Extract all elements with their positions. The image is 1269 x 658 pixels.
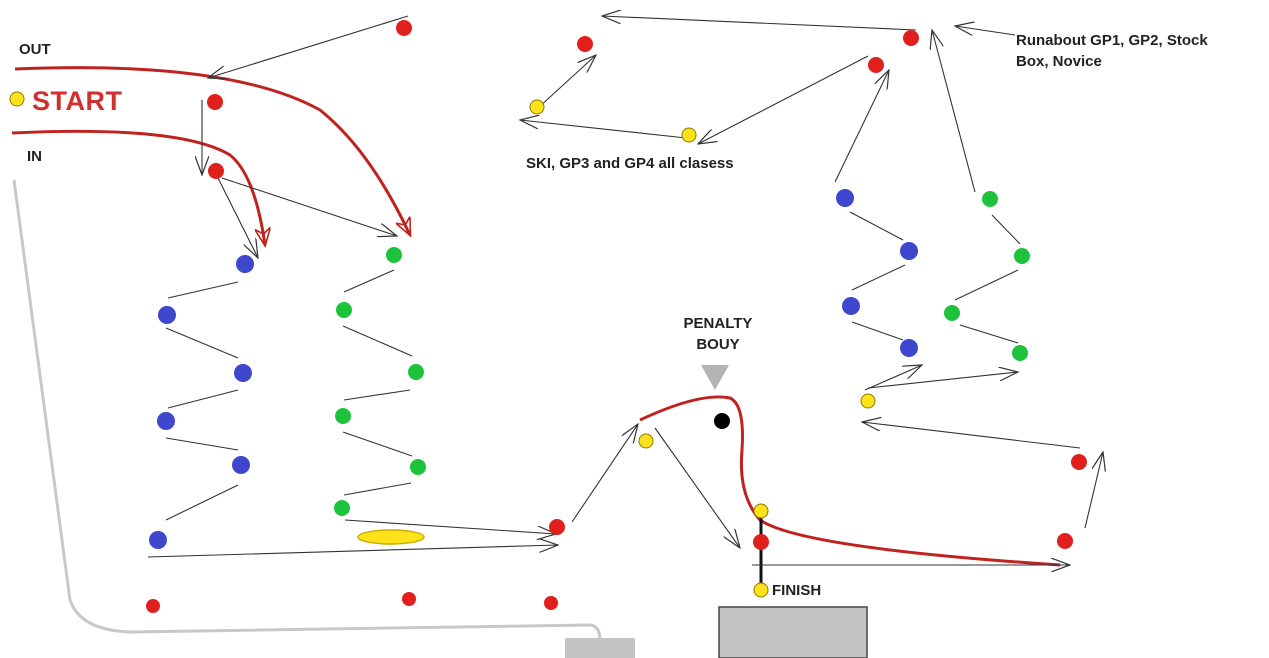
red-buoy — [753, 534, 769, 550]
runabout-label-line2: Box, Novice — [1016, 53, 1102, 70]
blue-buoy — [900, 242, 918, 260]
dock-finish — [718, 606, 868, 658]
blue-buoy — [149, 531, 167, 549]
penalty-label-line2: BOUY — [696, 336, 740, 353]
blue-buoy — [900, 339, 918, 357]
green-buoy — [408, 364, 424, 380]
penalty-label-line1: PENALTY — [683, 315, 753, 332]
green-buoy — [334, 500, 350, 516]
red-buoy — [207, 94, 223, 110]
blue-buoy — [236, 255, 254, 273]
green-buoy — [335, 408, 351, 424]
yellow-buoy — [9, 91, 25, 107]
ski-label: SKI, GP3 and GP4 all clasess — [526, 155, 734, 172]
red-buoy — [402, 592, 416, 606]
in-label: IN — [27, 148, 42, 165]
out-route-line — [14, 66, 412, 235]
green-buoy — [410, 459, 426, 475]
in-route-line — [11, 129, 265, 245]
blue-buoy — [842, 297, 860, 315]
penalty-pointer-icon — [701, 365, 729, 390]
runabout-label-line1: Runabout GP1, GP2, Stock — [1016, 32, 1208, 49]
blue-buoys — [149, 189, 918, 549]
yellow-buoy — [681, 127, 697, 143]
out-label: OUT — [19, 41, 51, 58]
blue-buoy — [157, 412, 175, 430]
green-buoy — [386, 247, 402, 263]
red-buoy — [146, 599, 160, 613]
yellow-buoys — [9, 91, 876, 598]
finish-label: FINISH — [772, 582, 822, 599]
penalty-loop-line — [639, 395, 1061, 567]
blue-buoy — [232, 456, 250, 474]
red-buoy — [1071, 454, 1087, 470]
green-buoy — [336, 302, 352, 318]
yellow-buoy — [860, 393, 876, 409]
blue-buoy — [234, 364, 252, 382]
yellow-buoy — [529, 99, 545, 115]
green-buoy — [944, 305, 960, 321]
red-buoy — [208, 163, 224, 179]
red-buoy — [903, 30, 919, 46]
red-buoy — [396, 20, 412, 36]
red-buoy — [1057, 533, 1073, 549]
runabout-label: Runabout GP1, GP2, Stock Box, Novice — [1016, 30, 1208, 72]
blue-buoy — [836, 189, 854, 207]
dock-left — [565, 638, 635, 658]
green-buoy — [982, 191, 998, 207]
red-buoy — [577, 36, 593, 52]
penalty-label: PENALTY BOUY — [668, 313, 768, 355]
yellow-marker-bar — [357, 529, 425, 545]
green-buoy — [1014, 248, 1030, 264]
yellow-buoy — [638, 433, 654, 449]
red-buoy — [544, 596, 558, 610]
yellow-buoy — [753, 503, 769, 519]
red-buoy — [549, 519, 565, 535]
penalty-buoy — [714, 413, 730, 429]
shore-line — [12, 179, 602, 641]
yellow-buoy — [753, 582, 769, 598]
green-buoys — [334, 191, 1030, 516]
green-buoy — [1012, 345, 1028, 361]
red-buoy — [868, 57, 884, 73]
start-label: START — [32, 86, 123, 116]
red-buoys — [146, 20, 1087, 613]
course-arrows — [147, 16, 1103, 565]
blue-buoy — [158, 306, 176, 324]
